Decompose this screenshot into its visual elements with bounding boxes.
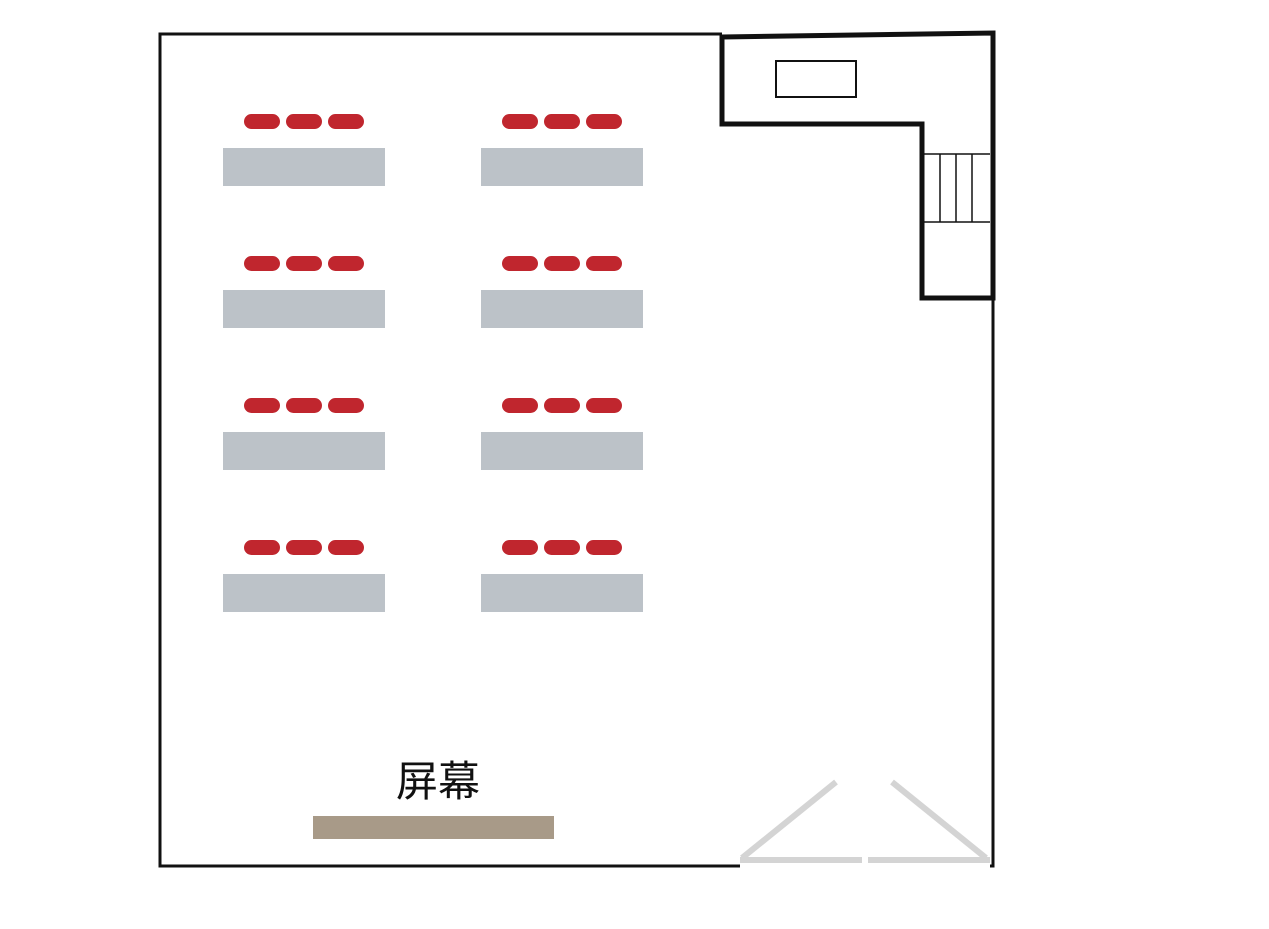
desk xyxy=(223,432,385,470)
door-leaf-right[interactable] xyxy=(890,779,988,861)
desk-group xyxy=(481,256,643,328)
chair xyxy=(244,540,280,555)
chair xyxy=(586,540,622,555)
chair xyxy=(286,114,322,129)
chair xyxy=(286,398,322,413)
seating-area xyxy=(223,114,643,612)
chair xyxy=(544,114,580,129)
chair xyxy=(502,114,538,129)
desk xyxy=(481,574,643,612)
chair xyxy=(586,114,622,129)
chair xyxy=(244,256,280,271)
staircase xyxy=(924,153,990,223)
screen-label: 屏幕 xyxy=(395,757,480,806)
room-outer-wall xyxy=(158,32,995,868)
chair xyxy=(328,114,364,129)
control-desk xyxy=(775,60,857,98)
chair xyxy=(502,540,538,555)
desk-group xyxy=(223,398,385,470)
chair xyxy=(328,540,364,555)
chair xyxy=(544,256,580,271)
desk xyxy=(481,432,643,470)
chair xyxy=(544,540,580,555)
desk-group xyxy=(223,256,385,328)
double-door[interactable] xyxy=(740,779,990,863)
chair xyxy=(328,398,364,413)
chair xyxy=(502,398,538,413)
desk xyxy=(223,574,385,612)
desk-group xyxy=(481,114,643,186)
desk xyxy=(481,290,643,328)
chair xyxy=(544,398,580,413)
desk xyxy=(223,290,385,328)
desk-group xyxy=(223,114,385,186)
desk xyxy=(481,148,643,186)
chair xyxy=(502,256,538,271)
chair xyxy=(286,540,322,555)
chair xyxy=(244,114,280,129)
desk-group xyxy=(481,398,643,470)
chair xyxy=(586,398,622,413)
chair xyxy=(244,398,280,413)
door-leaf-left[interactable] xyxy=(740,779,838,861)
chair xyxy=(286,256,322,271)
desk xyxy=(223,148,385,186)
desk-group xyxy=(481,540,643,612)
control-booth-wall xyxy=(719,30,996,301)
chair xyxy=(586,256,622,271)
desk-group xyxy=(223,540,385,612)
door-opening xyxy=(740,860,990,870)
chair xyxy=(328,256,364,271)
projection-screen xyxy=(313,816,554,839)
